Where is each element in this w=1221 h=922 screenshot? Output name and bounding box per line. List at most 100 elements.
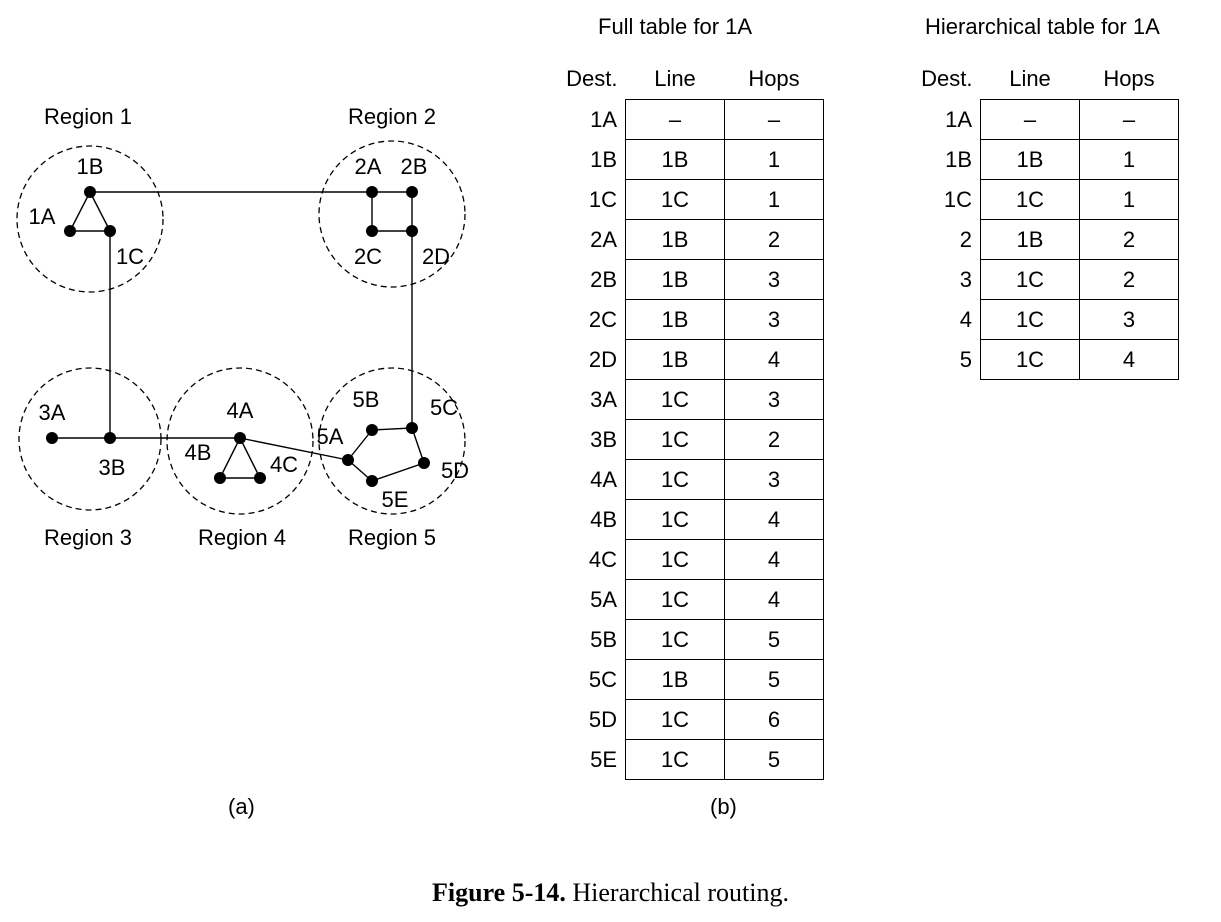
- router-node-4B: [214, 472, 226, 484]
- row-hops: 2: [1079, 219, 1179, 260]
- row-hops: 3: [724, 459, 824, 500]
- row-line: 1C: [980, 299, 1080, 340]
- router-node-1B: [84, 186, 96, 198]
- figure-caption: Figure 5-14. Hierarchical routing.: [0, 878, 1221, 908]
- row-dest: 1A: [945, 106, 972, 132]
- router-node-4A: [234, 432, 246, 444]
- row-hops: 5: [724, 619, 824, 660]
- row-dest: 2B: [590, 266, 617, 292]
- router-node-3B: [104, 432, 116, 444]
- row-line: 1B: [625, 259, 725, 300]
- region-3-label: Region 3: [44, 525, 132, 550]
- row-line: 1C: [625, 579, 725, 620]
- row-hops: 3: [724, 259, 824, 300]
- row-dest: 2: [959, 226, 972, 252]
- row-line: 1C: [980, 339, 1080, 380]
- row-dest: 1B: [590, 146, 617, 172]
- region-4-label: Region 4: [198, 525, 286, 550]
- row-dest: 4B: [590, 506, 617, 532]
- row-hops: –: [724, 99, 824, 140]
- region-1-label: Region 1: [44, 104, 132, 129]
- row-line: 1C: [625, 419, 725, 460]
- row-line: 1B: [625, 659, 725, 700]
- router-label-5E: 5E: [382, 487, 409, 512]
- row-hops: 5: [724, 659, 824, 700]
- router-node-2C: [366, 225, 378, 237]
- column-header-dest: Dest.: [566, 66, 618, 92]
- row-dest: 1A: [590, 106, 617, 132]
- row-hops: 5: [724, 739, 824, 780]
- row-dest: 5C: [588, 666, 617, 692]
- region-5-boundary: [318, 367, 466, 515]
- row-line: 1B: [980, 219, 1080, 260]
- router-label-2C: 2C: [354, 244, 382, 269]
- link-5B-5C: [371, 427, 413, 431]
- row-hops: 3: [724, 379, 824, 420]
- row-line: 1C: [625, 499, 725, 540]
- column-header-dest: Dest.: [921, 66, 973, 92]
- row-hops: 3: [724, 299, 824, 340]
- row-dest: 5A: [590, 586, 617, 612]
- link-1B-1C: [89, 191, 111, 232]
- router-node-5A: [342, 454, 354, 466]
- row-dest: 1B: [945, 146, 972, 172]
- row-line: 1C: [625, 379, 725, 420]
- row-hops: 1: [724, 139, 824, 180]
- region-3-boundary: [18, 367, 162, 511]
- link-4A-4C: [239, 437, 261, 479]
- row-dest: 3B: [590, 426, 617, 452]
- router-label-3B: 3B: [99, 455, 126, 480]
- row-hops: 2: [724, 419, 824, 460]
- router-label-4B: 4B: [185, 440, 212, 465]
- router-node-5B: [366, 424, 378, 436]
- router-label-2D: 2D: [422, 244, 450, 269]
- router-node-5E: [366, 475, 378, 487]
- row-hops: 4: [724, 579, 824, 620]
- row-line: 1B: [625, 299, 725, 340]
- row-dest: 1C: [588, 186, 617, 212]
- row-dest: 5D: [588, 706, 617, 732]
- link-5C-5D: [411, 427, 425, 464]
- router-label-4A: 4A: [227, 398, 254, 423]
- router-label-3A: 3A: [39, 400, 66, 425]
- row-line: 1B: [625, 139, 725, 180]
- row-line: 1C: [625, 459, 725, 500]
- router-node-4C: [254, 472, 266, 484]
- row-hops: 1: [1079, 139, 1179, 180]
- row-dest: 3: [959, 266, 972, 292]
- router-node-2D: [406, 225, 418, 237]
- row-dest: 3A: [590, 386, 617, 412]
- row-hops: 1: [724, 179, 824, 220]
- link-4A-4B: [219, 437, 241, 479]
- router-node-1A: [64, 225, 76, 237]
- router-node-1C: [104, 225, 116, 237]
- router-node-3A: [46, 432, 58, 444]
- row-hops: 4: [724, 539, 824, 580]
- row-line: 1C: [980, 179, 1080, 220]
- row-line: 1B: [625, 339, 725, 380]
- row-dest: 5B: [590, 626, 617, 652]
- link-5A-5B: [347, 429, 373, 461]
- row-line: 1C: [625, 699, 725, 740]
- full-table-title: Full table for 1A: [598, 14, 753, 39]
- router-node-5D: [418, 457, 430, 469]
- row-hops: 3: [1079, 299, 1179, 340]
- row-hops: 2: [1079, 259, 1179, 300]
- router-label-5A: 5A: [317, 424, 344, 449]
- row-dest: 1C: [943, 186, 972, 212]
- row-line: –: [625, 99, 725, 140]
- row-hops: 6: [724, 699, 824, 740]
